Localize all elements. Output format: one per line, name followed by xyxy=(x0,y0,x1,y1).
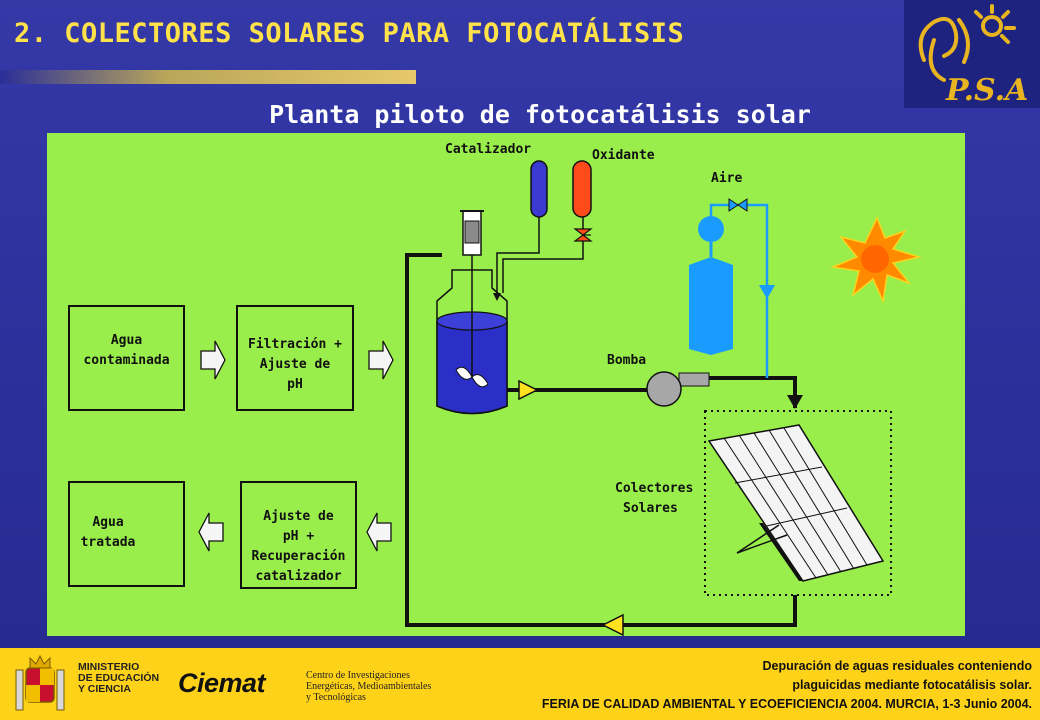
ministry-logo-text: MINISTERIO DE EDUCACIÓN Y CIENCIA xyxy=(78,661,160,695)
flow-arrow-reactor xyxy=(518,379,539,401)
box-agua-tratada-text: Agua tratada xyxy=(80,515,136,550)
sun-icon xyxy=(830,216,922,304)
footer-line-3: FERIA DE CALIDAD AMBIENTAL Y ECOEFICIENC… xyxy=(541,697,1032,711)
psa-logo-text: P.S.A xyxy=(945,73,1028,108)
process-arrow-1 xyxy=(200,340,226,380)
footer-line-2: plaguicidas mediante fotocatálisis solar… xyxy=(792,678,1032,692)
process-diagram: Agua contaminada Filtración + Ajuste de … xyxy=(47,133,965,636)
collector-boundary xyxy=(704,410,892,596)
box-filtracion-text: Filtración + Ajuste de pH xyxy=(248,337,342,392)
box-ajuste-text: Ajuste de pH + Recuperación catalizador xyxy=(251,509,346,584)
slide-subtitle: Planta piloto de fotocatálisis solar xyxy=(269,100,811,129)
process-arrow-2 xyxy=(368,340,394,380)
oxidant-tank xyxy=(572,160,593,242)
box-ajuste xyxy=(240,481,357,589)
label-colectores: Colectores Solares xyxy=(615,481,694,516)
flow-arrow-collector xyxy=(787,395,803,409)
title-underline-bar xyxy=(0,70,416,84)
footer-line-1: Depuración de aguas residuales contenien… xyxy=(762,659,1032,673)
process-arrow-4 xyxy=(366,512,392,552)
psa-logo: P.S.A xyxy=(904,0,1040,108)
slide-title: 2. COLECTORES SOLARES PARA FOTOCATÁLISIS xyxy=(14,18,685,49)
spain-coat-of-arms xyxy=(12,654,68,714)
ciemat-logo: Ciemat xyxy=(178,668,266,698)
label-bomba: Bomba xyxy=(607,353,647,368)
box-filtracion xyxy=(236,305,354,411)
flow-arrow-bottom xyxy=(601,613,624,636)
label-catalizador: Catalizador xyxy=(445,142,532,157)
label-oxidante: Oxidante xyxy=(592,148,655,163)
process-arrow-3 xyxy=(198,512,224,552)
air-valve-icon xyxy=(728,198,748,212)
footer-bar: MINISTERIO DE EDUCACIÓN Y CIENCIA Ciemat… xyxy=(0,648,1040,720)
solar-collector-panels xyxy=(707,424,885,582)
box-agua-tratada xyxy=(68,481,185,587)
stirrer-motor xyxy=(460,210,484,256)
box-agua-contaminada xyxy=(68,305,185,411)
ciemat-subtitle: Centro de Investigaciones Energéticas, M… xyxy=(306,670,432,703)
catalyst-tank xyxy=(530,160,548,218)
reactor-tank xyxy=(436,233,508,415)
box-agua-contaminada-text: Agua contaminada xyxy=(83,333,170,368)
label-aire: Aire xyxy=(711,171,743,186)
pump xyxy=(646,371,710,407)
